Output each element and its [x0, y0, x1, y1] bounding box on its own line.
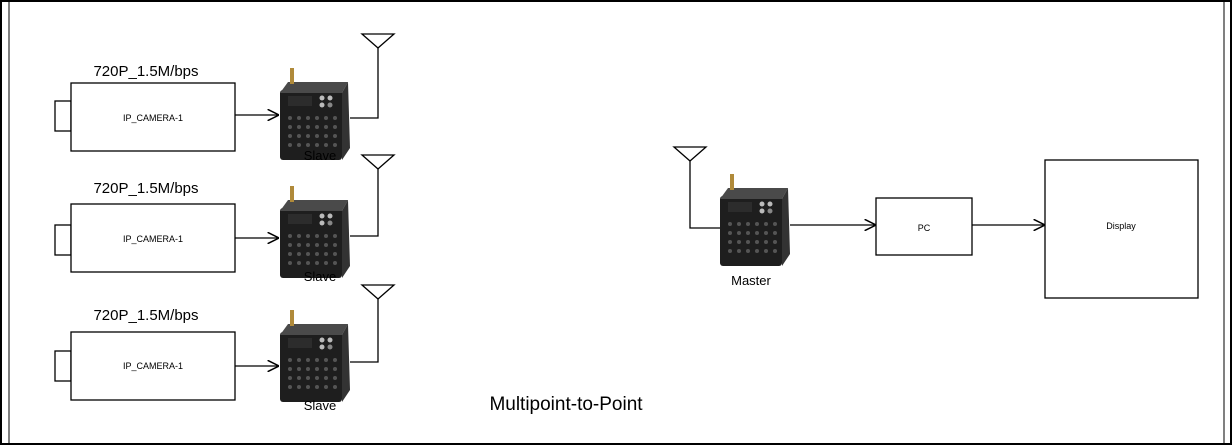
master-label: Master: [731, 273, 771, 288]
antenna-icon: [360, 284, 396, 300]
display-label: Display: [1106, 221, 1136, 231]
ip-camera-box: [70, 203, 236, 273]
antenna-icon: [672, 146, 708, 162]
slave-antenna-feed: [350, 299, 379, 363]
camera-bitrate-label: 720P_1.5M/bps: [93, 307, 198, 324]
display-box: [1044, 159, 1199, 299]
antenna-icon: [360, 33, 396, 49]
diagram-title: Multipoint-to-Point: [489, 394, 643, 415]
slave-label: Slave: [304, 269, 337, 284]
slave-chain-1: 720P_1.5M/bps IP_CAMERA-1 Slave: [54, 33, 396, 163]
pc-label: PC: [918, 223, 931, 233]
master-chain: Master PC Display: [672, 146, 1199, 299]
camera-bitrate-label: 720P_1.5M/bps: [93, 63, 198, 80]
slave-chain-2: 720P_1.5M/bps IP_CAMERA-1 Slave: [54, 154, 396, 284]
slave-antenna-feed: [350, 48, 379, 119]
master-antenna-feed: [689, 161, 720, 229]
ip-camera-label: IP_CAMERA-1: [123, 234, 183, 244]
camera-lens: [54, 350, 72, 382]
ip-camera-label: IP_CAMERA-1: [123, 113, 183, 123]
ip-camera-label: IP_CAMERA-1: [123, 361, 183, 371]
slave-radio-device: [280, 310, 350, 402]
slave-radio-device: [280, 186, 350, 278]
camera-bitrate-label: 720P_1.5M/bps: [93, 180, 198, 197]
slave-antenna-feed: [350, 169, 379, 237]
ip-camera-box: [70, 82, 236, 152]
pc-box: [875, 197, 973, 256]
camera-lens: [54, 100, 72, 132]
slave-label: Slave: [304, 148, 337, 163]
master-radio-device: [720, 174, 790, 266]
camera-lens: [54, 224, 72, 256]
antenna-icon: [360, 154, 396, 170]
slave-chain-3: 720P_1.5M/bps IP_CAMERA-1 Slave: [54, 284, 396, 413]
slave-radio-device: [280, 68, 350, 160]
slave-label: Slave: [304, 398, 337, 413]
